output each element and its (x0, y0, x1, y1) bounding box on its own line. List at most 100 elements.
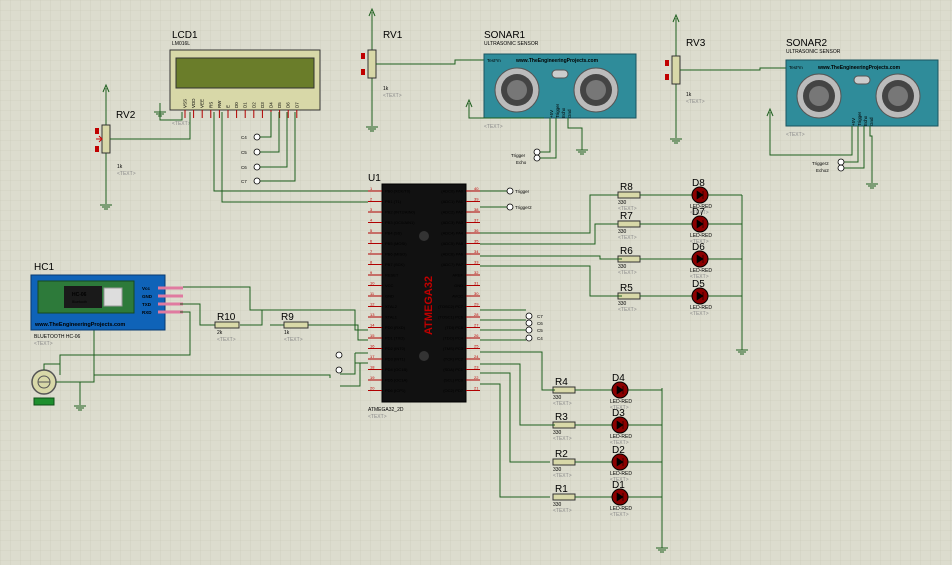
u1-right-pin-label: (ADC1) PA1 (441, 199, 463, 204)
lcd-data-wires (258, 112, 296, 182)
rv2-text: <TEXT> (117, 171, 136, 177)
resistor-value: 330 (553, 395, 562, 401)
u1-right-pin-label: (TDI) PC5 (445, 325, 464, 330)
upper-led-bank: R8330<TEXT>D8LED-RED<TEXT>R7330<TEXT>D7L… (617, 178, 742, 317)
r9-value: 1k (284, 330, 290, 336)
r10[interactable]: R10 2k <TEXT> (214, 312, 240, 343)
u1-right-pin-label: (ADC3) PA3 (441, 220, 463, 225)
led-model: LED-RED (690, 268, 712, 274)
resistor-text: <TEXT> (553, 473, 572, 479)
led-text: <TEXT> (690, 210, 709, 216)
u1-left-pin-number: 7 (370, 249, 373, 254)
u1-right-pin-number: 38 (474, 207, 479, 212)
sonar2[interactable]: SONAR2 ULTRASONIC SENSOR Test*m www.TheE… (785, 38, 939, 138)
lcd-pin-label: D5 (277, 102, 282, 108)
led-text: <TEXT> (690, 274, 709, 280)
u1-left-pin-label: PD0 (RXD) (385, 325, 406, 330)
led-text: <TEXT> (690, 311, 709, 317)
hc1-site: www.TheEngineeringProjects.com (34, 322, 125, 328)
sonar1-site: www.TheEngineeringProjects.com (515, 58, 599, 64)
u1-right-pin-number: 31 (474, 281, 479, 286)
u1-right-pin-number: 25 (474, 344, 479, 349)
sonar2-text: <TEXT> (786, 132, 805, 138)
rv2[interactable]: RV2 1k <TEXT> (95, 84, 136, 210)
u1-body (381, 183, 467, 403)
resistor-value: 330 (553, 430, 562, 436)
u1-right-pin-number: 34 (474, 249, 479, 254)
rv3-text: <TEXT> (686, 99, 705, 105)
sonar1-model: ULTRASONIC SENSOR (484, 41, 539, 47)
led-model: LED-RED (610, 471, 632, 477)
u1-left-pin-number: 11 (370, 291, 375, 296)
sonar1[interactable]: SONAR1 ULTRASONIC SENSOR Test*m www.TheE… (483, 30, 637, 130)
rv1[interactable]: RV1 1k <TEXT> (361, 8, 403, 132)
led-ref: D8 (692, 178, 705, 189)
sonar2-test: Test*m (789, 65, 803, 70)
hc1-sub: Bluetooth (72, 300, 87, 304)
net-label-c4: C4 (241, 135, 247, 140)
resistor-text: <TEXT> (553, 401, 572, 407)
u1-right-pin-label: (ADC6) PA6 (441, 252, 463, 257)
rv3-wiper-wire (680, 67, 790, 71)
u1-ref: U1 (368, 173, 381, 184)
hc1-text: <TEXT> (34, 341, 53, 347)
rv1-text: <TEXT> (383, 93, 402, 99)
led-text: <TEXT> (610, 405, 629, 411)
hc1-bluetooth[interactable]: HC1 HC-06 Bluetooth www.TheEngineeringPr… (30, 262, 183, 347)
resistor-body (552, 458, 576, 466)
net-label-c5: C5 (241, 150, 247, 155)
lcd-pin-label: RW (217, 100, 222, 108)
u1-right-pin-number: 35 (474, 239, 479, 244)
u1-right-pin-label: (ADC0) PA0 (441, 189, 463, 194)
u1-left-pin-label: PB0 (XCK/T0) (385, 189, 411, 194)
u1-c-wires (480, 309, 526, 341)
u1-left-pin-number: 20 (370, 386, 375, 391)
hc1-model: BLUETOOTH HC-06 (34, 334, 81, 340)
lcd-net-terminal (253, 133, 261, 141)
u1-right-pin-label: (ADC4) PA4 (441, 231, 463, 236)
r9[interactable]: R9 1k <TEXT> (281, 312, 309, 343)
rv2-body (101, 124, 111, 154)
sonar2-pin-gnd: Gnd (869, 117, 874, 126)
signal-source[interactable] (31, 363, 95, 406)
u1-net-c5: C5 (537, 328, 543, 333)
rv2-ref: RV2 (116, 110, 136, 121)
rv3[interactable]: RV3 1k <TEXT> (665, 14, 706, 144)
u1-left-pin-label: XTAL2 (385, 304, 398, 309)
lcd-net-terminal (253, 163, 261, 171)
lcd-pin-label: D3 (260, 102, 265, 108)
resistor-ref: R5 (620, 283, 633, 294)
u1-right-pin-number: 26 (474, 333, 479, 338)
u1-left-pin-label: PB6 (MISO) (385, 252, 407, 257)
u1-right-pin-label: AREF (452, 273, 463, 278)
resistor-value: 330 (618, 264, 627, 270)
u1-right-pin-number: 40 (474, 186, 479, 191)
led-ref: D1 (612, 480, 625, 491)
led-model: LED-RED (610, 506, 632, 512)
led-ref: D4 (612, 373, 625, 384)
u1-right-pin-number: 29 (474, 302, 479, 307)
led-ref: D3 (612, 408, 625, 419)
u1-right-pin-number: 33 (474, 260, 479, 265)
u1-left-pin-number: 17 (370, 354, 375, 359)
r10-text: <TEXT> (217, 337, 236, 343)
u1-right-pin-number: 23 (474, 365, 479, 370)
u1-right-pin-label: (ADC7) PA7 (441, 262, 463, 267)
sonar1-test: Test*m (487, 58, 501, 63)
u1-left-pin-label: PD1 (TXD) (385, 336, 405, 341)
net-label-c6: C6 (241, 165, 247, 170)
hc1-rxd-wire (59, 311, 191, 375)
lcd1-screen (175, 57, 315, 89)
sonar2-pin-trigger: Trigger (857, 111, 862, 126)
u1-left-pin-label: PB2 (INT2/AIN0) (385, 210, 416, 215)
